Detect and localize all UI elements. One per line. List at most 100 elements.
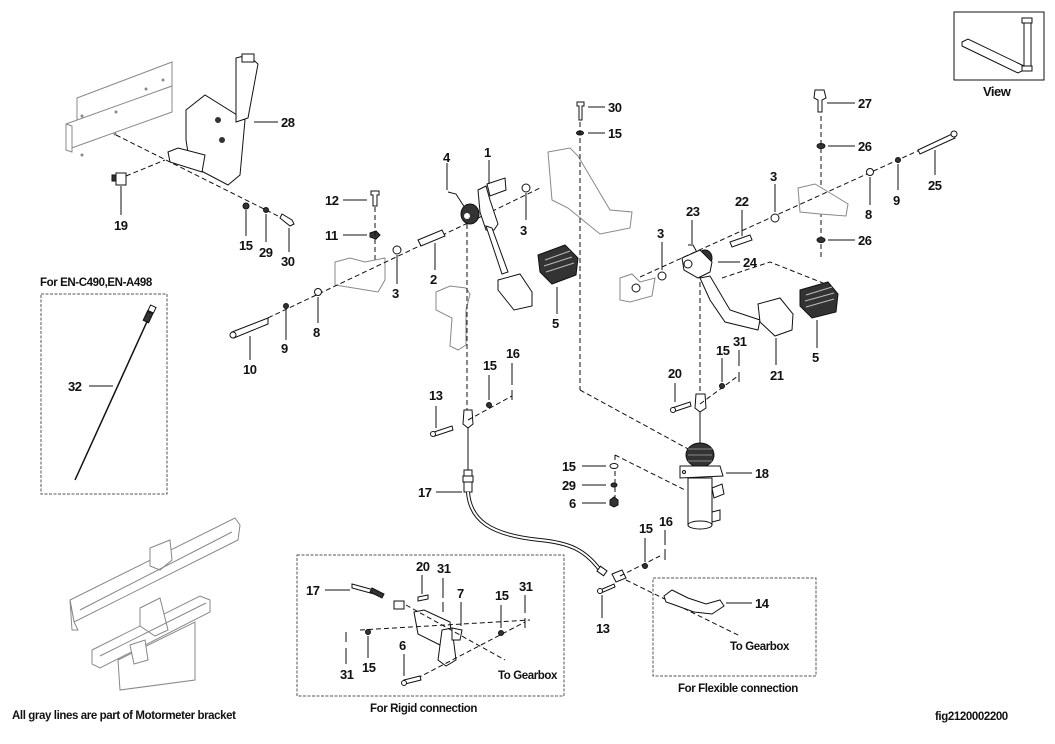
callout-1[interactable]: 1 <box>484 145 492 160</box>
part-20-pin[interactable] <box>417 594 429 602</box>
callout-18[interactable]: 18 <box>755 466 769 481</box>
callout-17[interactable]: 17 <box>306 583 320 598</box>
part-9-washer[interactable] <box>895 157 901 163</box>
callout-10[interactable]: 10 <box>243 362 257 377</box>
callout-15[interactable]: 15 <box>608 126 622 141</box>
callout-24[interactable]: 24 <box>743 255 758 270</box>
callout-29[interactable]: 29 <box>259 245 273 260</box>
part-17-clutch-cable[interactable] <box>462 469 627 583</box>
callout-13[interactable]: 13 <box>596 621 610 636</box>
part-15-washer[interactable] <box>642 563 648 569</box>
part-15-washer[interactable] <box>486 402 492 408</box>
part-15-washer[interactable] <box>719 383 725 389</box>
part-3-bushing[interactable] <box>521 183 531 193</box>
part-13-pin[interactable] <box>433 425 454 437</box>
callout-16[interactable]: 16 <box>506 346 520 361</box>
part-1-clutch-pedal[interactable] <box>477 177 533 311</box>
part-15-washer[interactable] <box>609 463 619 469</box>
part-19-clip[interactable] <box>111 172 127 186</box>
callout-26[interactable]: 26 <box>858 233 872 248</box>
part-26-grommet[interactable] <box>816 237 826 243</box>
callout-26[interactable]: 26 <box>858 139 872 154</box>
callout-30[interactable]: 30 <box>281 254 295 269</box>
part-9-washer[interactable] <box>283 303 289 309</box>
callout-23[interactable]: 23 <box>686 204 700 219</box>
callout-3[interactable]: 3 <box>770 169 778 184</box>
callout-7[interactable]: 7 <box>457 586 465 601</box>
callout-19[interactable]: 19 <box>114 218 128 233</box>
callout-5[interactable]: 5 <box>812 350 820 365</box>
part-30-bolt[interactable] <box>576 101 585 121</box>
callout-22[interactable]: 22 <box>735 194 749 209</box>
callout-8[interactable]: 8 <box>865 207 873 222</box>
part-32-dipstick[interactable] <box>74 304 157 481</box>
part-5-pedal-pad[interactable] <box>799 281 839 319</box>
callout-15[interactable]: 15 <box>483 358 497 373</box>
part-3-bushing[interactable] <box>770 213 780 223</box>
part-30-bolt[interactable] <box>279 213 295 227</box>
part-3-bushing[interactable] <box>392 245 402 255</box>
callout-28[interactable]: 28 <box>281 115 295 130</box>
part-29-washer[interactable] <box>263 207 269 213</box>
callout-13[interactable]: 13 <box>429 388 443 403</box>
part-6-nut[interactable] <box>609 496 619 508</box>
callout-20[interactable]: 20 <box>416 559 430 574</box>
callout-20[interactable]: 20 <box>668 366 682 381</box>
part-8-washer[interactable] <box>314 288 322 296</box>
part-15-washer[interactable] <box>242 202 250 210</box>
callout-14[interactable]: 14 <box>755 596 770 611</box>
callout-6[interactable]: 6 <box>399 638 407 653</box>
part-clevis-left[interactable] <box>462 409 474 429</box>
part-28-lever[interactable] <box>167 53 259 186</box>
part-21-brake-pedal[interactable] <box>681 249 794 337</box>
callout-17[interactable]: 17 <box>418 485 432 500</box>
part-3-bushing[interactable] <box>657 271 667 281</box>
callout-3[interactable]: 3 <box>520 223 528 238</box>
part-22-shaft[interactable] <box>729 234 753 248</box>
callout-15[interactable]: 15 <box>716 343 730 358</box>
part-4-spring-arm[interactable] <box>447 191 466 209</box>
callout-12[interactable]: 12 <box>325 193 339 208</box>
callout-27[interactable]: 27 <box>858 96 872 111</box>
part-4-spring[interactable] <box>460 203 480 225</box>
callout-25[interactable]: 25 <box>928 178 942 193</box>
callout-30[interactable]: 30 <box>608 100 622 115</box>
callout-15[interactable]: 15 <box>495 588 509 603</box>
callout-32[interactable]: 32 <box>68 379 82 394</box>
part-29-washer[interactable] <box>610 482 618 488</box>
part-12-bolt[interactable] <box>370 190 380 207</box>
callout-15[interactable]: 15 <box>362 660 376 675</box>
part-10-bolt[interactable] <box>231 317 269 339</box>
callout-8[interactable]: 8 <box>313 325 321 340</box>
callout-6[interactable]: 6 <box>569 496 577 511</box>
callout-3[interactable]: 3 <box>657 226 665 241</box>
callout-5[interactable]: 5 <box>552 316 560 331</box>
callout-2[interactable]: 2 <box>430 272 438 287</box>
callout-31[interactable]: 31 <box>437 561 451 576</box>
callout-15[interactable]: 15 <box>639 521 653 536</box>
part-18-master-cylinder[interactable] <box>679 412 725 530</box>
callout-15[interactable]: 15 <box>562 459 576 474</box>
part-5-pedal-pad[interactable] <box>537 244 579 285</box>
part-2-shaft[interactable] <box>417 229 446 247</box>
part-15-washer[interactable] <box>365 629 371 635</box>
callout-4[interactable]: 4 <box>443 150 452 165</box>
callout-31[interactable]: 31 <box>733 334 747 349</box>
callout-9[interactable]: 9 <box>893 193 901 208</box>
callout-3[interactable]: 3 <box>392 286 400 301</box>
callout-11[interactable]: 11 <box>325 228 339 243</box>
part-14-lever[interactable] <box>663 589 725 615</box>
callout-21[interactable]: 21 <box>770 368 784 383</box>
callout-16[interactable]: 16 <box>659 514 673 529</box>
callout-31[interactable]: 31 <box>519 579 533 594</box>
callout-15[interactable]: 15 <box>239 238 253 253</box>
part-25-bolt[interactable] <box>917 133 956 155</box>
part-7-gearbox-lever[interactable] <box>413 609 463 667</box>
callout-9[interactable]: 9 <box>281 341 289 356</box>
view-thumbnail[interactable] <box>953 11 1045 81</box>
part-clevis-right[interactable] <box>694 393 707 413</box>
callout-31[interactable]: 31 <box>340 667 354 682</box>
callout-29[interactable]: 29 <box>562 478 576 493</box>
part-27-sensor[interactable] <box>813 89 827 113</box>
part-15-washer[interactable] <box>498 630 504 636</box>
